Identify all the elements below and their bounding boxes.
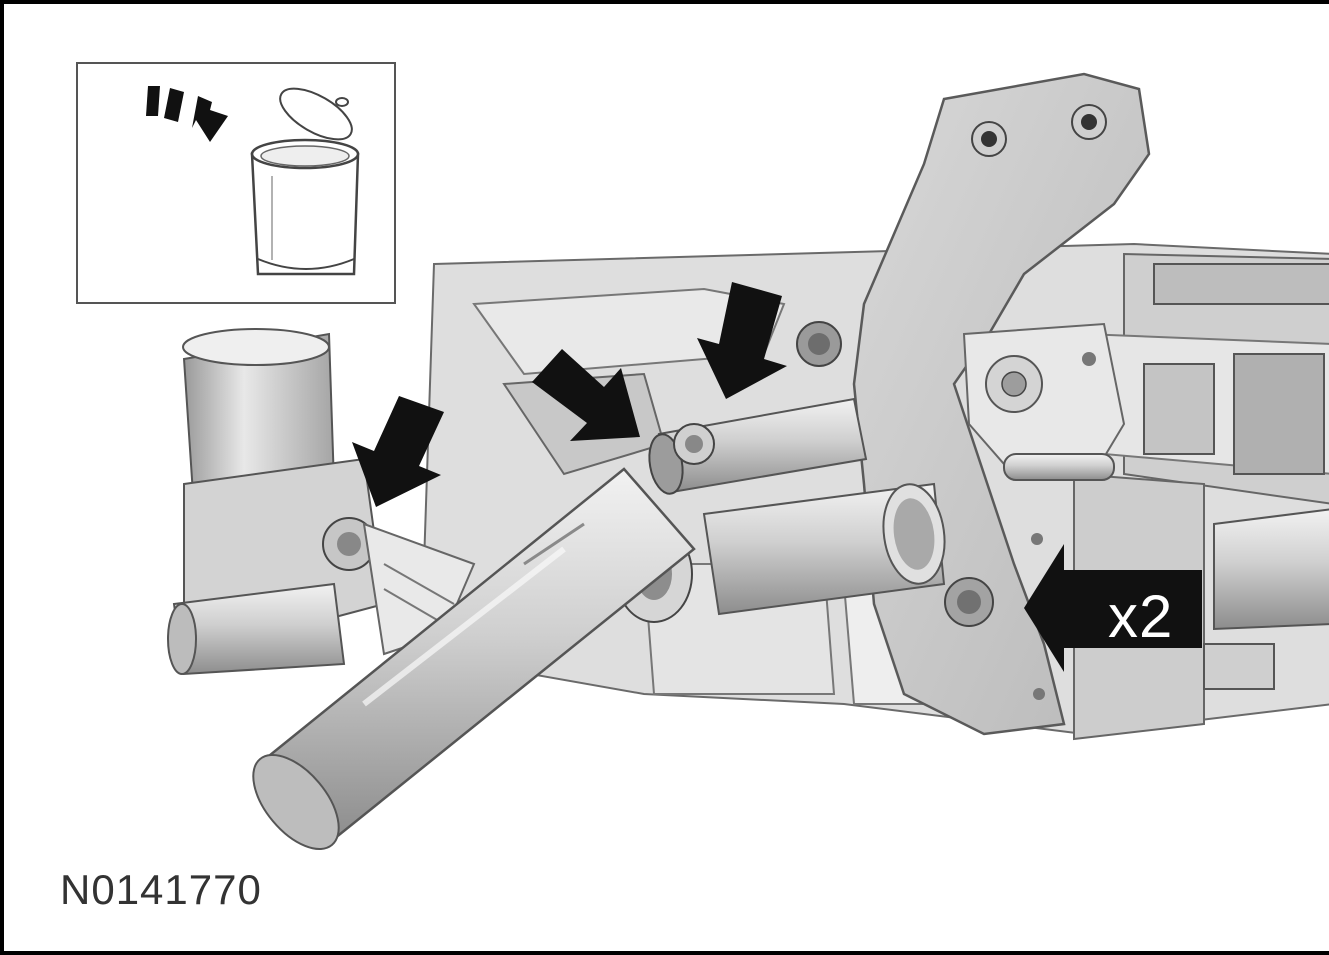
quantity-callout-label: x2 — [1108, 583, 1174, 650]
steering-column-assembly-drawing — [167, 72, 1329, 851]
steering-shaft-tube — [252, 467, 696, 851]
upper-shaft — [648, 397, 868, 495]
discard-inset — [76, 62, 396, 304]
right-side-components — [1003, 453, 1329, 690]
bracket-bolts — [796, 321, 994, 627]
discard-in-trash-can-icon — [146, 86, 360, 276]
black-direction-arrow-icon — [352, 282, 1202, 672]
figure-id-label: N0141770 — [60, 866, 262, 913]
